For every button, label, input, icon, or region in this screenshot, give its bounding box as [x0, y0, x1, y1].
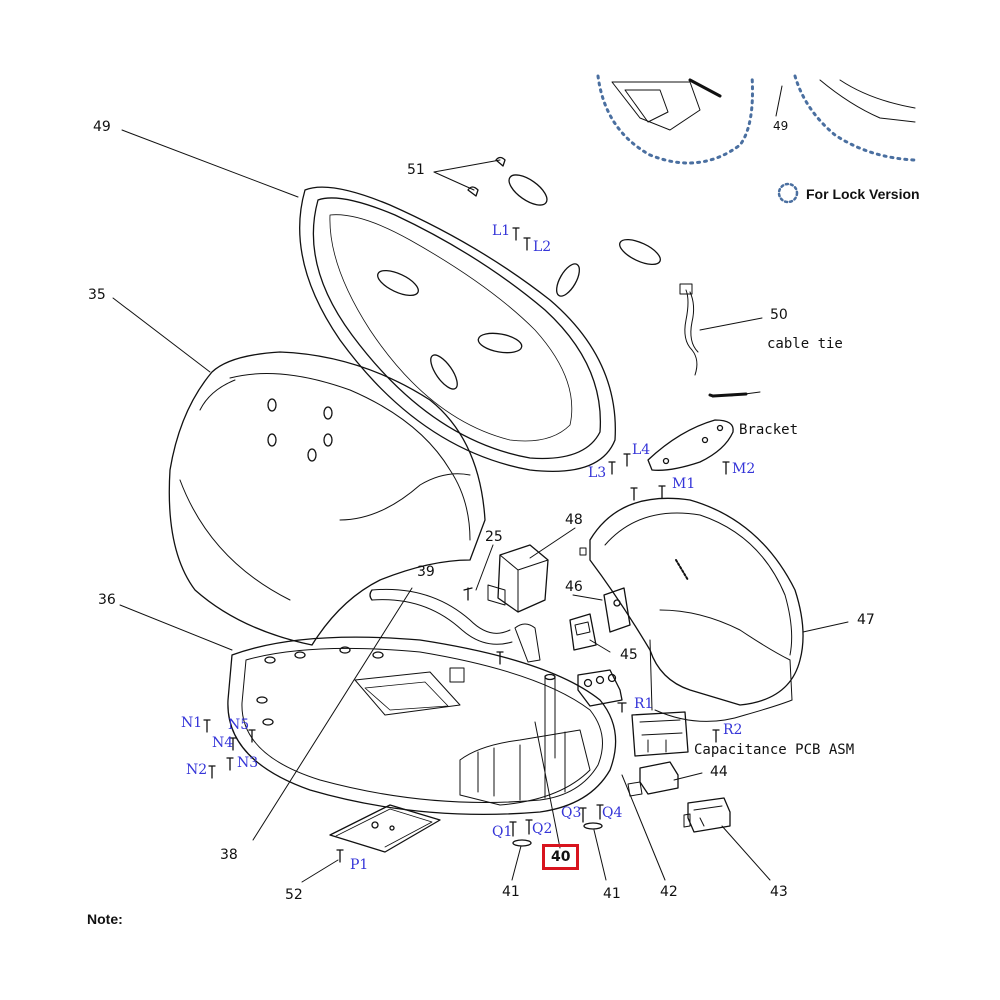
text-bracket: Bracket [739, 422, 799, 438]
code-l2: L2 [533, 239, 552, 255]
label-part-40-highlighted: 40 [542, 844, 580, 870]
screws-n [203, 719, 256, 779]
label-part-43: 43 [770, 884, 788, 900]
label-part-41-right: 41 [603, 886, 621, 902]
label-part-44: 44 [710, 764, 728, 780]
lock-legend-marker [777, 182, 799, 204]
part-52-plate [329, 804, 441, 863]
terminal-block [577, 669, 627, 713]
part-43-switch [683, 797, 731, 833]
label-part-52: 52 [285, 887, 303, 903]
lock-version-inset [596, 74, 917, 165]
label-part-47: 47 [857, 612, 875, 628]
label-part-35: 35 [88, 287, 106, 303]
screws-l1-l2 [512, 227, 531, 251]
code-n3: N3 [237, 755, 259, 771]
code-r1: R1 [634, 696, 654, 712]
leader-lines [112, 129, 849, 883]
code-n1: N1 [181, 715, 203, 731]
label-part-39: 39 [417, 564, 435, 580]
code-m2: M2 [732, 461, 756, 477]
code-m1: M1 [672, 476, 696, 492]
part-44-switch [627, 761, 679, 797]
part-40-post [544, 673, 556, 761]
label-part-51: 51 [407, 162, 425, 178]
code-q3: Q3 [561, 805, 582, 821]
text-capacitance-pcb: Capacitance PCB ASM [694, 742, 855, 758]
code-n2: N2 [186, 762, 208, 778]
part-49-top-lid [299, 186, 616, 473]
label-part-36: 36 [98, 592, 116, 608]
label-part-50: 50 [770, 307, 788, 323]
part-47-housing [589, 485, 804, 722]
label-part-49-inset: 49 [773, 119, 789, 133]
part-48-tube [496, 547, 587, 665]
part-25-valve [463, 544, 549, 613]
part-39-hose [369, 588, 513, 645]
label-part-41-left: 41 [502, 884, 520, 900]
label-part-45: 45 [620, 647, 638, 663]
code-l4: L4 [632, 442, 651, 458]
label-part-38: 38 [220, 847, 238, 863]
part-46-clip [603, 587, 631, 633]
code-n4: N4 [212, 735, 234, 751]
code-q4: Q4 [602, 805, 623, 821]
legend-lock-version: For Lock Version [806, 186, 920, 202]
label-part-48: 48 [565, 512, 583, 528]
part-35-housing [168, 351, 486, 646]
code-l1: L1 [492, 223, 511, 239]
code-n5: N5 [228, 717, 250, 733]
code-l3: L3 [588, 465, 607, 481]
part-41-washers [509, 804, 604, 847]
label-part-42: 42 [660, 884, 678, 900]
label-part-46: 46 [565, 579, 583, 595]
label-part-49: 49 [93, 119, 111, 135]
part-51-caps [467, 156, 661, 297]
note-heading: Note: [87, 911, 123, 927]
code-q2: Q2 [532, 821, 553, 837]
part-36-base [227, 636, 617, 816]
label-part-25: 25 [485, 529, 503, 545]
part-45-clip [569, 613, 597, 651]
code-r2: R2 [723, 722, 743, 738]
code-p1: P1 [350, 857, 369, 873]
bracket-plate [647, 419, 734, 471]
screws-misc [608, 453, 730, 743]
part-50-cable [679, 283, 699, 376]
text-cable-tie: cable tie [767, 336, 843, 352]
code-q1: Q1 [492, 824, 513, 840]
capacitance-pcb [631, 711, 689, 757]
